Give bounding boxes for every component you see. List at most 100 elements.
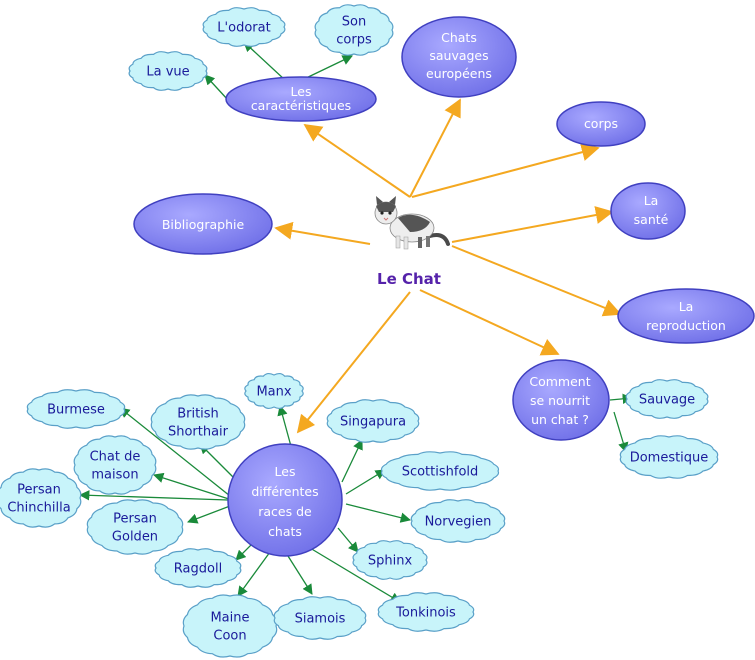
node-nourrit-line3: un chat ? xyxy=(531,412,589,427)
link-races-persangold xyxy=(187,505,231,524)
link-races-persanchin xyxy=(78,490,229,501)
cloud-label: Chinchilla xyxy=(7,501,70,516)
cloud-label: Siamois xyxy=(295,612,346,627)
node-bibliographie[interactable]: Bibliographie xyxy=(133,193,273,255)
link-center-caracteristiques xyxy=(303,123,411,198)
node-chats-sauvages-line1: Chats xyxy=(441,30,477,45)
link-center-chats-sauvages xyxy=(409,98,461,198)
cloud-shape xyxy=(380,451,500,491)
node-reproduction-line2: reproduction xyxy=(646,318,726,333)
cloud-burmese[interactable]: Burmese xyxy=(26,389,126,429)
link-carac-odorat xyxy=(243,41,286,81)
link-races-chatmaison xyxy=(153,472,233,501)
node-corps[interactable]: corps xyxy=(556,101,646,147)
cloud-label: Tonkinois xyxy=(395,606,456,621)
cloud-shape xyxy=(86,499,184,555)
node-chats-sauvages[interactable]: Chats sauvages européens xyxy=(401,16,517,98)
cloud-label: Persan xyxy=(17,483,61,498)
cloud-label: La vue xyxy=(146,65,189,80)
cloud-label: Coon xyxy=(213,629,246,644)
cloud-label: Sphinx xyxy=(368,554,413,569)
node-reproduction[interactable]: La reproduction xyxy=(617,288,755,344)
sub-links xyxy=(78,41,634,603)
cloud-label: Manx xyxy=(256,385,291,400)
cloud-label: Sauvage xyxy=(639,393,695,408)
link-races-sphinx xyxy=(337,527,359,553)
cloud-shape xyxy=(182,594,278,658)
node-caracteristiques-line2: caractéristiques xyxy=(251,98,351,113)
ellipse-nodes: Les caractéristiques Chats sauvages euro… xyxy=(133,16,755,557)
cloud-label: L'odorat xyxy=(217,21,270,36)
cloud-singapura[interactable]: Singapura xyxy=(326,399,420,443)
cloud-shape xyxy=(150,394,246,450)
node-chats-sauvages-line2: sauvages xyxy=(429,48,488,63)
node-nourrit-line2: se nourrit xyxy=(530,393,590,408)
cloud-shape xyxy=(73,435,157,495)
node-races[interactable]: Les différentes races de chats xyxy=(227,443,343,557)
cloud-label: maison xyxy=(91,468,138,483)
cloud-shape xyxy=(625,379,709,419)
cloud-domestique[interactable]: Domestique xyxy=(619,435,719,479)
cloud-shape xyxy=(0,468,82,528)
cloud-shape xyxy=(128,51,208,91)
cloud-shape xyxy=(314,4,394,56)
cloud-shape xyxy=(352,540,428,580)
node-races-line2: différentes xyxy=(251,484,318,499)
link-races-scottish xyxy=(345,469,386,495)
center-node[interactable]: Le Chat xyxy=(374,196,450,288)
cloud-shape xyxy=(619,435,719,479)
center-label: Le Chat xyxy=(377,270,441,288)
cat-image xyxy=(374,196,450,250)
link-center-sante xyxy=(451,206,614,243)
cloud-tonkinois[interactable]: Tonkinois xyxy=(377,592,475,632)
cloud-label: Shorthair xyxy=(168,425,229,440)
cloud-shape xyxy=(273,596,367,640)
cloud-label: Singapura xyxy=(340,415,406,430)
link-races-siamois xyxy=(287,555,313,595)
cloud-label: Norvegien xyxy=(425,515,492,530)
cloud-norvegien[interactable]: Norvegien xyxy=(410,499,506,543)
cloud-shape xyxy=(244,372,304,410)
cloud-odorat[interactable]: L'odorat xyxy=(202,7,286,47)
cloud-label: Maine xyxy=(210,611,249,626)
cloud-label: Scottishfold xyxy=(402,465,479,480)
link-carac-sorps xyxy=(301,55,353,81)
node-sante[interactable]: La santé xyxy=(610,182,686,240)
node-races-line4: chats xyxy=(268,524,302,539)
link-center-corps xyxy=(411,143,600,198)
cloud-label: British xyxy=(177,407,219,422)
cloud-label: corps xyxy=(336,33,372,48)
link-races-tonkinois xyxy=(309,547,401,603)
cloud-shape xyxy=(377,592,475,632)
cloud-manx[interactable]: Manx xyxy=(244,372,304,410)
node-corps-line1: corps xyxy=(584,116,618,131)
node-caracteristiques[interactable]: Les caractéristiques xyxy=(225,76,377,122)
node-sante-line1: La xyxy=(644,193,659,208)
node-sante-line2: santé xyxy=(634,212,669,227)
cloud-scottishfold[interactable]: Scottishfold xyxy=(380,451,500,491)
link-center-reproduction xyxy=(451,245,622,317)
cloud-chat-maison[interactable]: Chat de maison xyxy=(73,435,157,495)
cloud-shape xyxy=(26,389,126,429)
main-links xyxy=(274,98,622,434)
cloud-siamois[interactable]: Siamois xyxy=(273,596,367,640)
cloud-label: Burmese xyxy=(47,403,105,418)
cloud-shape xyxy=(410,499,506,543)
cloud-sphinx[interactable]: Sphinx xyxy=(352,540,428,580)
link-center-bibliographie xyxy=(274,221,371,245)
link-races-manx xyxy=(277,404,293,451)
cloud-ragdoll[interactable]: Ragdoll xyxy=(154,548,242,588)
cloud-label: Ragdoll xyxy=(174,562,222,577)
node-bibliographie-line1: Bibliographie xyxy=(162,217,245,232)
cloud-sauvage[interactable]: Sauvage xyxy=(625,379,709,419)
cloud-label: Chat de xyxy=(90,450,141,465)
node-nourrit[interactable]: Comment se nourrit un chat ? xyxy=(512,359,610,441)
cloud-la-vue[interactable]: La vue xyxy=(128,51,208,91)
link-races-mainecoon xyxy=(237,551,271,597)
